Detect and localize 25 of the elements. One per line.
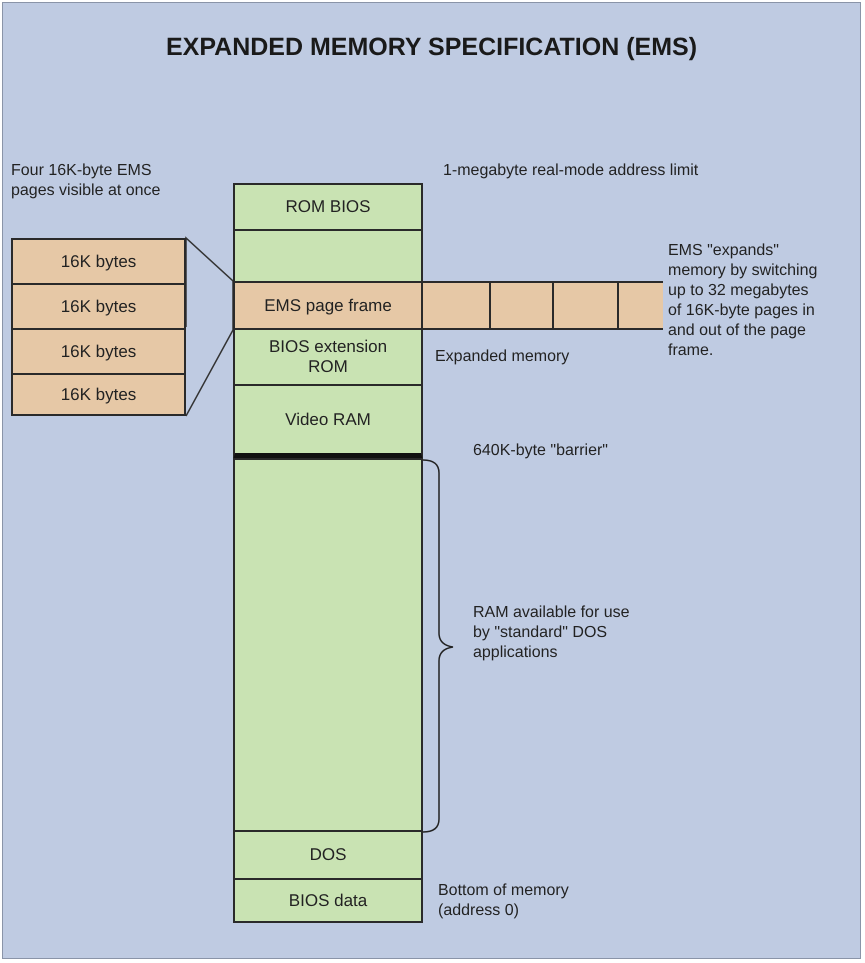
expanded-page-cell <box>617 281 663 330</box>
page-cell: 16K bytes <box>11 373 186 416</box>
memory-region: Video RAM <box>233 384 423 460</box>
page-cell: 16K bytes <box>11 328 186 375</box>
ram-description: RAM available for use by "standard" DOS applications <box>473 603 631 663</box>
barrier-label: 640K-byte "barrier" <box>473 441 609 461</box>
memory-region: DOS <box>233 830 423 880</box>
page-cell: 16K bytes <box>11 283 186 330</box>
memory-region <box>233 229 423 283</box>
memory-region: ROM BIOS <box>233 183 423 231</box>
expanded-page-cell <box>421 281 491 330</box>
expanded-page-cell <box>489 281 554 330</box>
address-limit-note: 1-megabyte real-mode address limit <box>443 161 700 181</box>
memory-region: BIOS extension ROM <box>233 328 423 386</box>
memory-region <box>233 458 423 832</box>
diagram-title: EXPANDED MEMORY SPECIFICATION (EMS) <box>164 33 698 62</box>
expanded-page-cell <box>552 281 619 330</box>
memory-region: BIOS data <box>233 878 423 923</box>
page-frame-region: EMS page frame <box>233 281 423 330</box>
expanded-memory-label: Expanded memory <box>435 347 570 367</box>
bottom-memory-label: Bottom of memory (address 0) <box>438 881 570 921</box>
group-heading: Four 16K-byte EMS pages visible at once <box>11 161 162 201</box>
page-cell: 16K bytes <box>11 238 186 285</box>
zoom-line <box>185 236 234 417</box>
ems-description: EMS "expands" memory by switching up to 32 megabytes of 16K-byte pages in and out of the page frame. <box>668 241 818 361</box>
